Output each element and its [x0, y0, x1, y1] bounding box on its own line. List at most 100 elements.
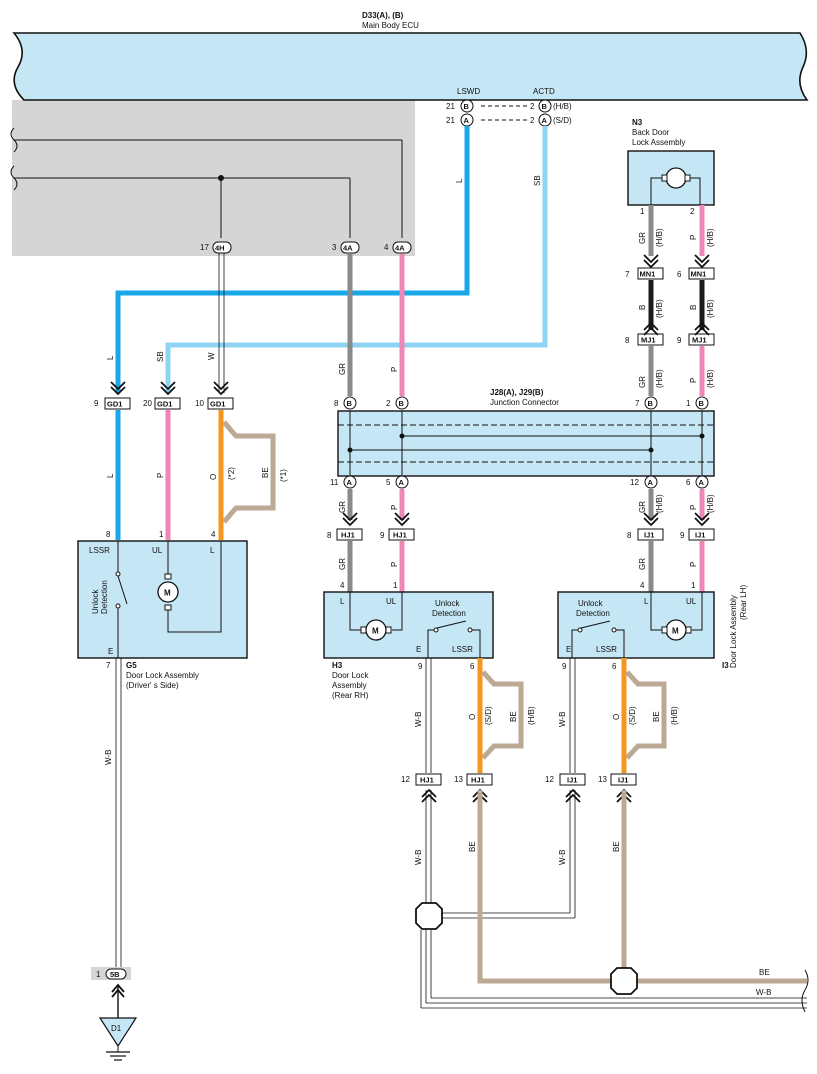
lbl-i3-gr: GR: [638, 558, 647, 570]
i3-pin-1: 1: [691, 581, 696, 590]
wire-sb-ecu: [165, 126, 548, 393]
ij1-label-3: IJ1: [567, 776, 577, 785]
gd1-connectors: 9 GD1 20 GD1 10 GD1: [94, 381, 234, 410]
i3-l: L: [644, 597, 649, 606]
h3-detection: Detection: [432, 609, 466, 618]
lbl-sb-1: SB: [533, 175, 542, 186]
n3-name2: Lock Assembly: [632, 138, 685, 147]
ecu-connectors: 21 B 2 B (H/B) 21 A 2 A (S/D): [446, 99, 572, 127]
ecu-actd: ACTD: [533, 87, 555, 96]
jc-pin-7: 7: [635, 399, 640, 408]
lbl-n3-b-1: B: [638, 305, 647, 310]
lbl-n3-hb-2: (H/B): [706, 228, 715, 247]
hj1-label-4: HJ1: [471, 776, 485, 785]
lbl-i3-be: BE: [652, 711, 661, 722]
lbl-l-3: L: [106, 473, 115, 478]
hj1-label-1: HJ1: [341, 531, 355, 540]
h3-pin-4: 4: [340, 581, 345, 590]
h3-pin-1: 1: [393, 581, 398, 590]
lbl-wb-g5: W-B: [104, 750, 113, 765]
h3-e: E: [416, 645, 421, 654]
lbl-h3-be-2: BE: [468, 841, 477, 852]
g5-name2: (Driver' s Side): [126, 681, 179, 690]
lbl-i3-wb-2: W-B: [558, 850, 567, 865]
lbl-gr-1: GR: [338, 363, 347, 375]
i3-e: E: [566, 645, 571, 654]
lbl-h3-be: BE: [509, 711, 518, 722]
ecu-lswd: LSWD: [457, 87, 480, 96]
hj1-pin-13: 13: [454, 775, 463, 784]
ij1-pin-13: 13: [598, 775, 607, 784]
jc-conn-b1: B: [347, 399, 353, 408]
n3-name1: Back Door: [632, 128, 670, 137]
lbl-n3-hb-3: (H/B): [655, 299, 664, 318]
h3-ul: UL: [386, 597, 397, 606]
h3-name1: Door Lock: [332, 671, 369, 680]
i3-detection: Detection: [576, 609, 610, 618]
h3-pin-9: 9: [418, 662, 423, 671]
jc-conn-a4: A: [699, 478, 705, 487]
lbl-i3-p: P: [689, 562, 698, 567]
ecu-name: Main Body ECU: [362, 21, 419, 30]
lbl-p-1: P: [390, 367, 399, 372]
jc-conn-b3: B: [648, 399, 654, 408]
ecu-pin-2a: 2: [530, 116, 535, 125]
lbl-i3-sd: (S/D): [628, 706, 637, 725]
lbl-w: W: [207, 352, 216, 360]
h3-id: H3: [332, 661, 343, 670]
jc-pin-5: 5: [386, 478, 391, 487]
ij1-pin-12: 12: [545, 775, 554, 784]
ecu-conn-a1: A: [464, 116, 470, 125]
lbl-hb-j2: (H/B): [706, 494, 715, 513]
junction-name: Junction Connector: [490, 398, 559, 407]
lbl-h3-p: P: [390, 562, 399, 567]
ecu-pin-2b: 2: [530, 102, 535, 111]
i3-pin-6: 6: [612, 662, 617, 671]
ecu-sd: (S/D): [553, 116, 572, 125]
lbl-n3-p-1: P: [689, 235, 698, 240]
lbl-n3-p-2: P: [689, 378, 698, 383]
ecu-conn-b1: B: [464, 102, 470, 111]
jc-pin-1: 1: [686, 399, 691, 408]
lbl-l-2: L: [106, 355, 115, 360]
gd1-pin-20: 20: [143, 399, 152, 408]
gd1-pin-10: 10: [195, 399, 204, 408]
lbl-i3-hb: (H/B): [670, 706, 679, 725]
ecu-hb: (H/B): [553, 102, 572, 111]
lbl-h3-wb-2: W-B: [414, 850, 423, 865]
lower-wb-lines: [420, 790, 807, 1009]
g5-ul: UL: [152, 546, 163, 555]
jc-pin-11: 11: [330, 478, 339, 487]
lbl-be-1: BE: [261, 467, 270, 478]
n3-back-door-lock: N3 Back Door Lock Assembly 1 2: [627, 118, 715, 216]
g5-pin-1: 1: [159, 530, 164, 539]
junction-title: J28(A), J29(B): [490, 388, 544, 397]
jc-pin-6: 6: [686, 478, 691, 487]
i3-name2: (Rear LH): [739, 585, 748, 620]
hj1-pin-9: 9: [380, 531, 385, 540]
main-body-ecu: D33(A), (B) Main Body ECU LSWD ACTD: [12, 11, 809, 101]
jc-conn-b4: B: [699, 399, 705, 408]
h3-motor-m: M: [372, 627, 379, 636]
gnd-label-d1: D1: [111, 1024, 122, 1033]
ecu-conn-a2: A: [542, 116, 548, 125]
gd1-label-3: GD1: [210, 400, 225, 409]
g5-pin-7: 7: [106, 661, 111, 670]
jc-pin-8: 8: [334, 399, 339, 408]
jc-conn-b2: B: [399, 399, 405, 408]
g5-door-lock-driver: 8 1 4 LSSR UL L E Unlock Detection M 7 G…: [77, 530, 248, 690]
ecu-output-connectors: 17 4H 3 4A 4 4A: [200, 241, 412, 254]
conn-4h: 4H: [215, 244, 225, 253]
i3-lssr: LSSR: [596, 645, 617, 654]
g5-unlock: Unlock: [91, 589, 100, 614]
h3-unlock: Unlock: [435, 599, 460, 608]
lbl-p-4: P: [689, 505, 698, 510]
jc-pin-12: 12: [630, 478, 639, 487]
g5-id: G5: [126, 661, 137, 670]
gd1-label-1: GD1: [107, 400, 122, 409]
mn1-label-1: MN1: [640, 270, 656, 279]
ecu-title: D33(A), (B): [362, 11, 404, 20]
lbl-i3-o: O: [612, 714, 621, 720]
g5-name1: Door Lock Assembly: [126, 671, 199, 680]
i3-name1: Door Lock Assembly: [729, 595, 738, 668]
